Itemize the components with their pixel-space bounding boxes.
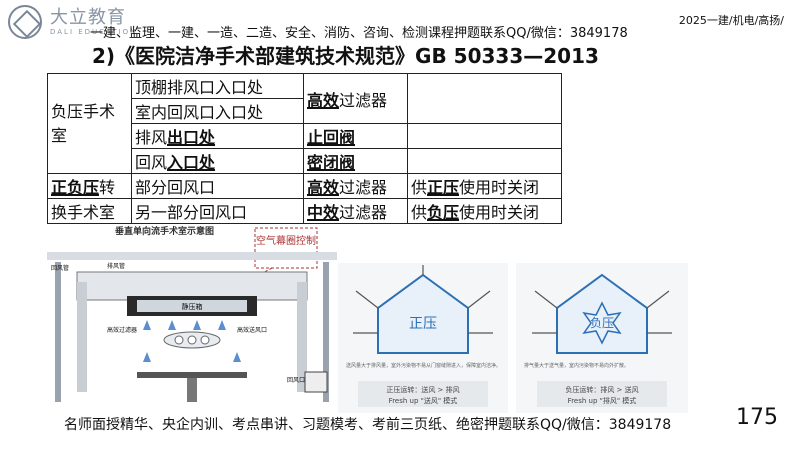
contact-banner: 一建、监理、一建、一造、二造、安全、消防、咨询、检测课程押题联系QQ/微信：38…	[90, 26, 628, 41]
table-cell: 高效过滤器	[303, 173, 408, 199]
callout-text: 空气幕圈控制	[256, 234, 316, 247]
table-cell: 排风出口处	[131, 123, 304, 149]
footer-banner: 名师面授精华、央企内训、考点串讲、习题模考、考前三页纸、绝密押题联系QQ/微信：…	[64, 417, 672, 433]
return-air-label: 回风管	[51, 264, 69, 272]
negative-pressure-house: 负压 排气量大于送气量，室内污染物不易向外扩散。 负压运转：排风 > 送风 Fr…	[516, 263, 688, 413]
logo-icon	[8, 5, 42, 39]
logo: 大立教育 DALI EDUCATION	[8, 4, 178, 40]
table-cell: 顶棚排风口入口处	[131, 73, 304, 99]
table-row-header: 正负压转	[47, 173, 132, 199]
diagram-title: 垂直单向流手术室示意图	[115, 225, 214, 237]
page-title: 2)《医院洁净手术部建筑技术规范》GB 50333—2013	[92, 44, 599, 68]
operating-room-diagram: 垂直单向流手术室示意图 空气幕圈控制 静压箱 回风管 排风管 高效过滤器 高效送…	[47, 225, 337, 402]
filter-label: 高效过滤器	[107, 326, 137, 334]
table-cell: 部分回风口	[131, 173, 304, 199]
table-cell: 另一部分回风口	[131, 198, 304, 224]
table-cell: 供正压使用时关闭	[407, 173, 562, 199]
logo-name: 大立教育	[50, 6, 126, 28]
table-row-header: 负压手术室	[47, 73, 132, 174]
table-cell: 密闭阀	[303, 148, 408, 174]
table-cell: 中效过滤器	[303, 198, 408, 224]
table-cell: 回风入口处	[131, 148, 304, 174]
negative-label: 负压	[590, 316, 614, 330]
positive-label: 正压	[409, 316, 437, 332]
course-tag: 2025一建/机电/高扬/	[678, 14, 784, 27]
table-cell: 高效过滤器	[303, 73, 408, 124]
callout-box	[254, 227, 318, 269]
spec-table: 负压手术室 顶棚排风口入口处 高效过滤器 室内回风口入口处 排风出口处 止回阀 …	[47, 73, 562, 224]
pressure-diagram: 正压 送风量大于排风量，室外污染物不易从门窗缝隙进入，保障室内洁净。 正压运转：…	[338, 263, 688, 413]
table-cell	[407, 123, 562, 149]
negative-caption: 负压运转：排风 > 送风	[565, 385, 638, 394]
return-vent-label: 回风口	[287, 377, 305, 384]
table-cell: 室内回风口入口处	[131, 98, 304, 124]
negative-caption-2: Fresh up "排风" 模式	[568, 396, 637, 405]
airflow-arrows	[143, 320, 241, 362]
table-cell: 供负压使用时关闭	[407, 198, 562, 224]
page-number: 175	[736, 405, 778, 430]
static-box-label: 静压箱	[182, 302, 203, 311]
exhaust-label: 排风管	[107, 262, 125, 270]
table-cell	[407, 148, 562, 174]
table-cell	[407, 73, 562, 124]
positive-description: 送风量大于排风量，室外污染物不易从门窗缝隙进入，保障室内洁净。	[346, 362, 501, 369]
table-row-header: 换手术室	[47, 198, 132, 224]
negative-description: 排气量大于送气量，室内污染物不易向外扩散。	[524, 362, 629, 369]
table-cell: 止回阀	[303, 123, 408, 149]
positive-caption: 正压运转：送风 > 排风	[386, 385, 459, 394]
outlet-label: 高效送风口	[237, 326, 267, 334]
positive-caption-2: Fresh up "送风" 模式	[389, 396, 458, 405]
positive-pressure-house: 正压 送风量大于排风量，室外污染物不易从门窗缝隙进入，保障室内洁净。 正压运转：…	[338, 263, 508, 413]
logo-subname: DALI EDUCATION	[50, 27, 138, 36]
